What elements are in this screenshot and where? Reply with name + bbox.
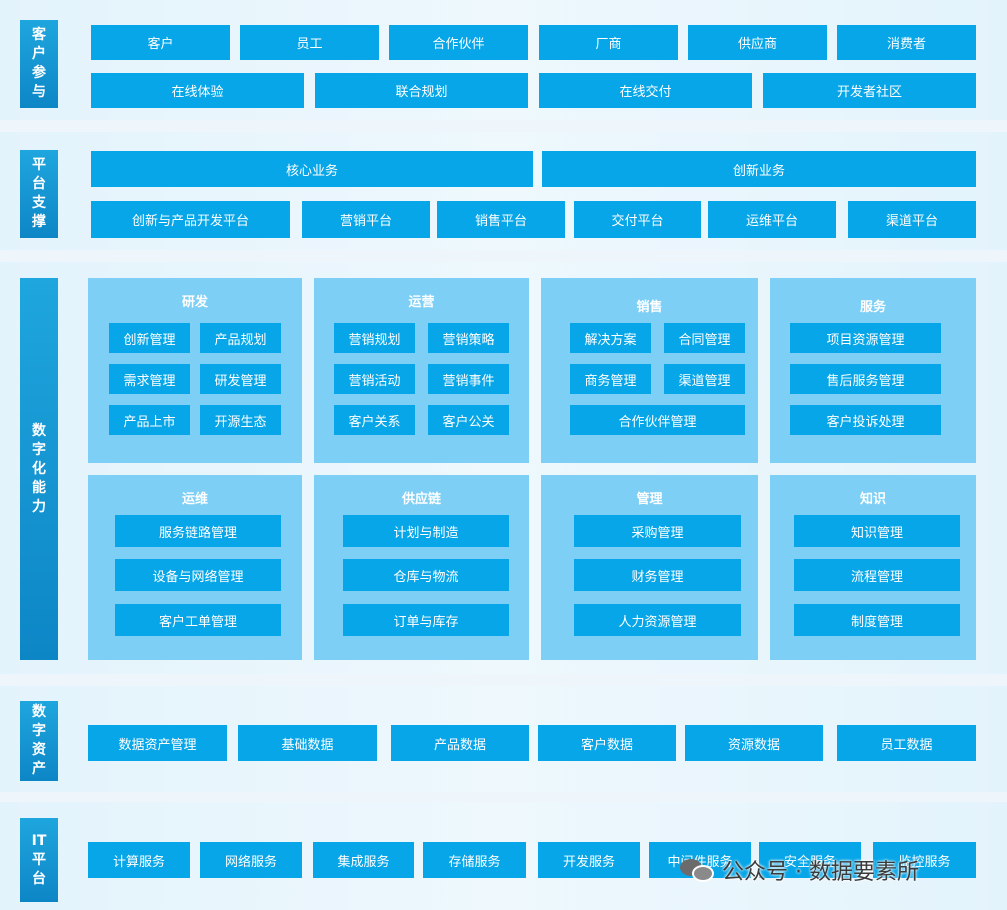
capability-item[interactable]: 营销事件 — [428, 364, 509, 394]
capability-item[interactable]: 采购管理 — [574, 515, 741, 547]
capability-item[interactable]: 制度管理 — [794, 604, 960, 636]
it-service[interactable]: 开发服务 — [538, 842, 640, 878]
capability-item[interactable]: 解决方案 — [570, 323, 651, 353]
capability-item[interactable]: 项目资源管理 — [790, 323, 941, 353]
it-service[interactable]: 集成服务 — [313, 842, 414, 878]
panel-rnd: 研发 创新管理 产品规划 需求管理 研发管理 产品上市 开源生态 — [88, 278, 302, 463]
panel-title: 管理 — [636, 492, 663, 507]
capability-item[interactable]: 营销规划 — [334, 323, 415, 353]
watermark: 公众号 · 数据要素所 — [680, 852, 980, 888]
panel-title: 研发 — [181, 295, 208, 310]
customer-item[interactable]: 消费者 — [837, 25, 976, 60]
panel-title: 销售 — [636, 300, 663, 315]
customer-channel[interactable]: 在线交付 — [539, 73, 752, 108]
customer-item[interactable]: 客户 — [91, 25, 230, 60]
panel-knowledge: 知识 知识管理 流程管理 制度管理 — [770, 475, 976, 660]
platform-business[interactable]: 创新业务 — [542, 151, 976, 187]
side-label-platform: 平 台 支 撑 — [20, 150, 58, 238]
asset-item[interactable]: 资源数据 — [685, 725, 823, 761]
capability-item[interactable]: 需求管理 — [109, 364, 190, 394]
side-label-assets: 数 字 资 产 — [20, 701, 58, 781]
side-label-capability: 数 字 化 能 力 — [20, 278, 58, 660]
customer-item[interactable]: 厂商 — [539, 25, 678, 60]
panel-title: 知识 — [859, 492, 886, 507]
capability-item[interactable]: 订单与库存 — [343, 604, 509, 636]
it-service[interactable]: 网络服务 — [200, 842, 302, 878]
asset-item[interactable]: 客户数据 — [538, 725, 676, 761]
capability-item[interactable]: 客户投诉处理 — [790, 405, 941, 435]
watermark-text: 公众号 · 数据要素所 — [722, 860, 919, 885]
capability-item[interactable]: 产品规划 — [200, 323, 281, 353]
side-label-customer: 客 户 参 与 — [20, 20, 58, 108]
capability-item[interactable]: 设备与网络管理 — [115, 559, 281, 591]
customer-item[interactable]: 员工 — [240, 25, 379, 60]
platform-item[interactable]: 交付平台 — [574, 201, 701, 238]
asset-item[interactable]: 基础数据 — [238, 725, 377, 761]
capability-item[interactable]: 人力资源管理 — [574, 604, 741, 636]
customer-channel[interactable]: 开发者社区 — [763, 73, 976, 108]
customer-channel[interactable]: 联合规划 — [315, 73, 528, 108]
asset-item[interactable]: 产品数据 — [391, 725, 529, 761]
capability-item[interactable]: 流程管理 — [794, 559, 960, 591]
customer-channel[interactable]: 在线体验 — [91, 73, 304, 108]
capability-item[interactable]: 营销策略 — [428, 323, 509, 353]
panel-management: 管理 采购管理 财务管理 人力资源管理 — [541, 475, 758, 660]
panel-sales: 销售 解决方案 合同管理 商务管理 渠道管理 合作伙伴管理 — [541, 278, 758, 463]
it-service[interactable]: 计算服务 — [88, 842, 190, 878]
capability-item[interactable]: 合作伙伴管理 — [570, 405, 745, 435]
capability-item[interactable]: 客户关系 — [334, 405, 415, 435]
panel-operations: 运营 营销规划 营销策略 营销活动 营销事件 客户关系 客户公关 — [314, 278, 529, 463]
platform-item[interactable]: 营销平台 — [302, 201, 430, 238]
platform-item[interactable]: 运维平台 — [708, 201, 836, 238]
panel-title: 服务 — [859, 300, 886, 315]
capability-item[interactable]: 合同管理 — [664, 323, 745, 353]
capability-item[interactable]: 开源生态 — [200, 405, 281, 435]
it-service[interactable]: 安全服务 — [759, 842, 861, 878]
asset-item[interactable]: 数据资产管理 — [88, 725, 227, 761]
platform-item[interactable]: 渠道平台 — [848, 201, 976, 238]
panel-title: 供应链 — [401, 492, 441, 507]
capability-item[interactable]: 产品上市 — [109, 405, 190, 435]
capability-item[interactable]: 商务管理 — [570, 364, 651, 394]
capability-item[interactable]: 知识管理 — [794, 515, 960, 547]
panel-supply-chain: 供应链 计划与制造 仓库与物流 订单与库存 — [314, 475, 529, 660]
platform-business[interactable]: 核心业务 — [91, 151, 533, 187]
it-service[interactable]: 存储服务 — [423, 842, 526, 878]
platform-item[interactable]: 创新与产品开发平台 — [91, 201, 290, 238]
capability-item[interactable]: 仓库与物流 — [343, 559, 509, 591]
panel-title: 运维 — [181, 492, 208, 507]
capability-item[interactable]: 服务链路管理 — [115, 515, 281, 547]
asset-item[interactable]: 员工数据 — [837, 725, 976, 761]
capability-item[interactable]: 客户工单管理 — [115, 604, 281, 636]
capability-item[interactable]: 营销活动 — [334, 364, 415, 394]
capability-item[interactable]: 渠道管理 — [664, 364, 745, 394]
customer-item[interactable]: 供应商 — [688, 25, 827, 60]
platform-item[interactable]: 销售平台 — [437, 201, 565, 238]
panel-title: 运营 — [408, 295, 435, 310]
customer-item[interactable]: 合作伙伴 — [389, 25, 528, 60]
capability-item[interactable]: 客户公关 — [428, 405, 509, 435]
capability-item[interactable]: 研发管理 — [200, 364, 281, 394]
capability-item[interactable]: 财务管理 — [574, 559, 741, 591]
it-service[interactable]: 监控服务 — [873, 842, 976, 878]
capability-item[interactable]: 售后服务管理 — [790, 364, 941, 394]
panel-maintenance: 运维 服务链路管理 设备与网络管理 客户工单管理 — [88, 475, 302, 660]
wechat-icon — [680, 857, 716, 883]
capability-item[interactable]: 计划与制造 — [343, 515, 509, 547]
capability-item[interactable]: 创新管理 — [109, 323, 190, 353]
side-label-it: IT 平 台 — [20, 818, 58, 902]
panel-service: 服务 项目资源管理 售后服务管理 客户投诉处理 — [770, 278, 976, 463]
